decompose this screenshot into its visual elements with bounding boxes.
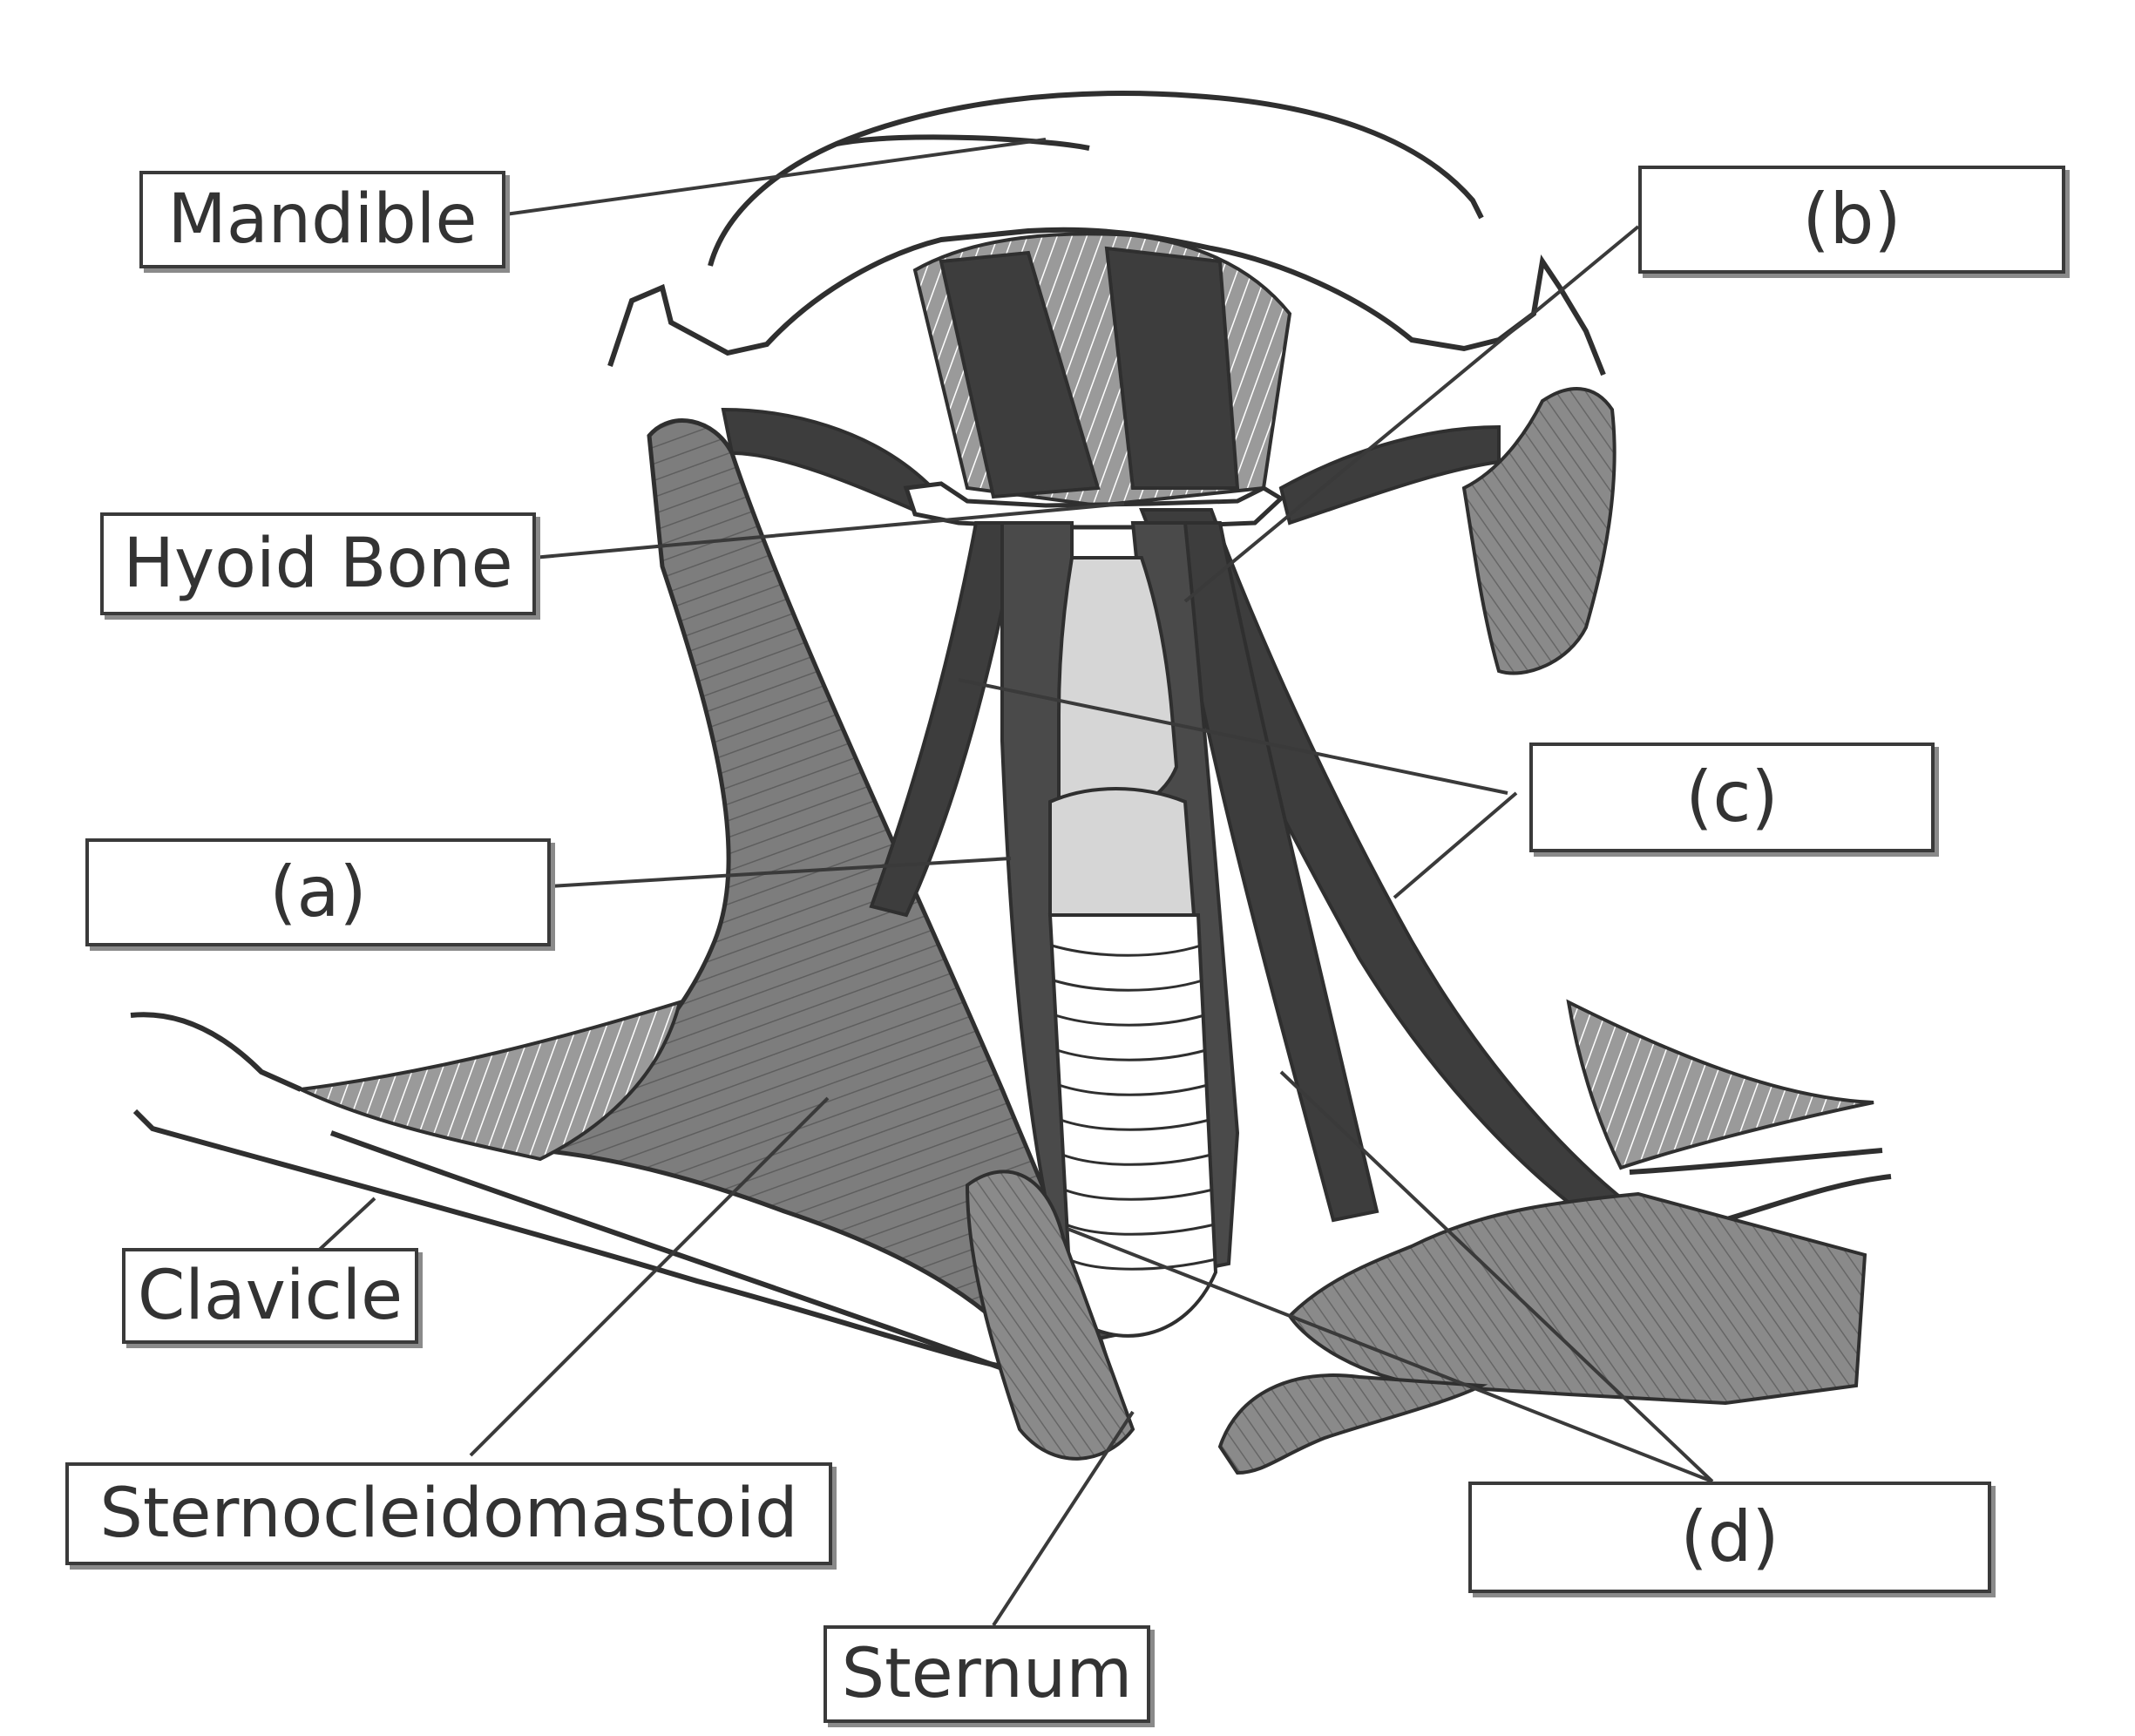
left-omohyoid-muscle [869, 521, 1022, 918]
floor-of-mouth-muscles [721, 232, 1501, 526]
cricoid-cartilage [1048, 787, 1196, 924]
left-trapezius-muscle [294, 1000, 682, 1162]
blank-label-b[interactable]: (b) [1638, 166, 2065, 274]
sternum-label: Sternum [824, 1625, 1150, 1723]
blank-label-a[interactable]: (a) [85, 838, 551, 946]
left-sternocleidomastoid-muscle [535, 418, 1109, 1398]
trachea [1047, 913, 1218, 1338]
clavicle-label: Clavicle [122, 1248, 418, 1344]
right-clavicular-muscle-mass [1287, 1191, 1867, 1406]
sternocleidomastoid-label: Sternocleidomastoid [65, 1462, 832, 1565]
right-sternal-head [1217, 1373, 1488, 1475]
hyoid-bone-label: Hyoid Bone [100, 512, 536, 615]
clavicle-bones [130, 1012, 1892, 1371]
blank-label-c[interactable]: (c) [1529, 743, 1935, 852]
right-masseter-muscle [1461, 387, 1616, 675]
right-omohyoid-muscle [1165, 521, 1379, 1223]
left-sternal-head [965, 1170, 1135, 1461]
leader-lines [312, 138, 1714, 1627]
blank-label-d[interactable]: (d) [1468, 1482, 1991, 1593]
mandible-label: Mandible [139, 171, 505, 268]
right-trapezius-muscle [1566, 999, 1874, 1170]
